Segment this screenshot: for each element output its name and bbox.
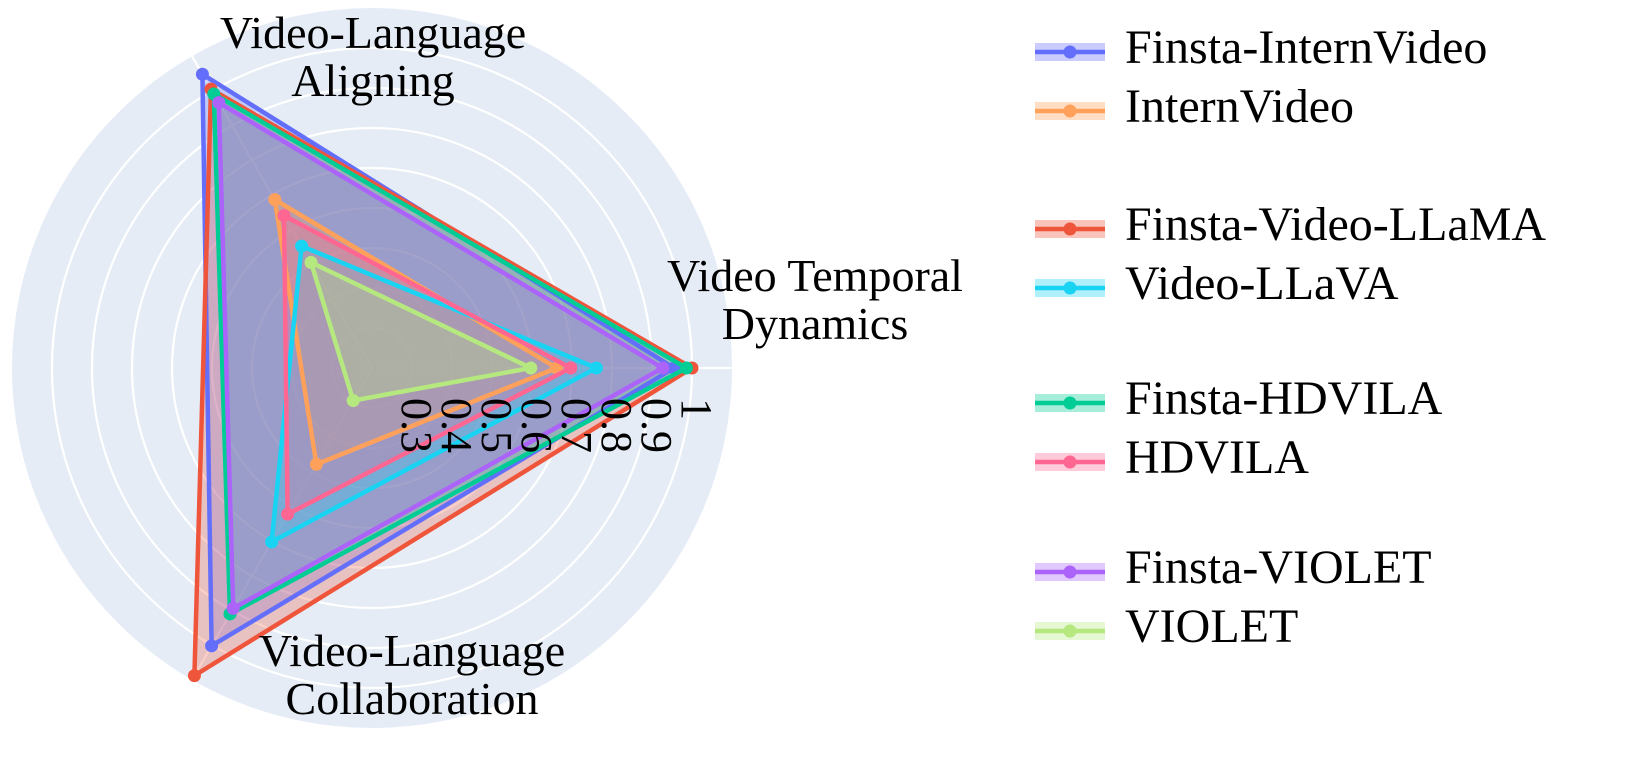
series-point [564,361,578,375]
series-point [346,394,360,408]
series-point [265,535,279,549]
legend-entry-label: Finsta-Video-LLaMA [1125,198,1546,251]
series-point [281,507,295,521]
series-fill [271,246,597,542]
series-point [195,67,209,81]
legend-swatch-marker [1063,222,1077,236]
axis-label-line: Video Temporal [667,250,963,301]
series-fill [218,102,663,609]
series-point [226,601,240,615]
radial-tick-labels: 0.30.40.50.60.70.80.91 [392,398,721,453]
legend-swatch-marker [1063,45,1077,59]
series-point [212,96,226,110]
series-line [281,213,574,517]
legend-entry-label: Finsta-InternVideo [1125,21,1487,74]
series-point [295,239,309,253]
axis-label-line: Video-Language [220,7,526,58]
series-fill [213,93,687,614]
tick-label: 0.3 [392,398,441,453]
legend-swatch-marker [1063,624,1077,638]
legend-swatch-marker [1063,281,1077,295]
series-layer [187,67,699,683]
series-point [589,361,603,375]
axis-label-line: Dynamics [722,298,909,349]
tick-label: 0.4 [432,398,481,453]
series-point [304,255,318,269]
legend-entry-label: HDVILA [1125,431,1309,484]
legend-swatch-marker [1063,396,1077,410]
legend-entry-label: VIOLET [1125,600,1298,653]
series-fill [284,215,571,515]
series-point [309,457,323,471]
legend-swatch-marker [1063,565,1077,579]
tick-label: 1 [672,398,721,420]
series-point [205,639,219,653]
series-fill [311,262,531,401]
tick-label: 0.6 [512,398,561,453]
legend-entry-label: Video-LLaVA [1125,257,1399,310]
series-line [192,86,695,678]
series-point [679,361,693,375]
legend-swatch-marker [1063,104,1077,118]
axis-label-line: Video-Language [259,625,565,676]
axis-label-line: Collaboration [286,673,539,724]
series-line [211,91,689,617]
series-point [524,361,538,375]
series-point [268,193,282,207]
legend-swatch-marker [1063,455,1077,469]
tick-label: 0.5 [472,398,521,453]
series-line [308,260,534,403]
series-point [656,361,670,375]
legend: Finsta-InternVideoInternVideoFinsta-Vide… [1035,21,1546,653]
series-point [277,209,291,223]
series-point [187,669,201,683]
axis-label-line: Aligning [291,55,455,106]
legend-entry-label: Finsta-VIOLET [1125,541,1432,594]
series-fill [202,74,674,646]
series-line [216,100,666,611]
tick-label: 0.9 [632,398,681,453]
legend-entry-label: InternVideo [1125,80,1354,133]
tick-label: 0.8 [592,398,641,453]
grid-spoke [191,367,373,681]
legend-entry-label: Finsta-HDVILA [1125,372,1443,425]
tick-label: 0.7 [552,398,601,453]
